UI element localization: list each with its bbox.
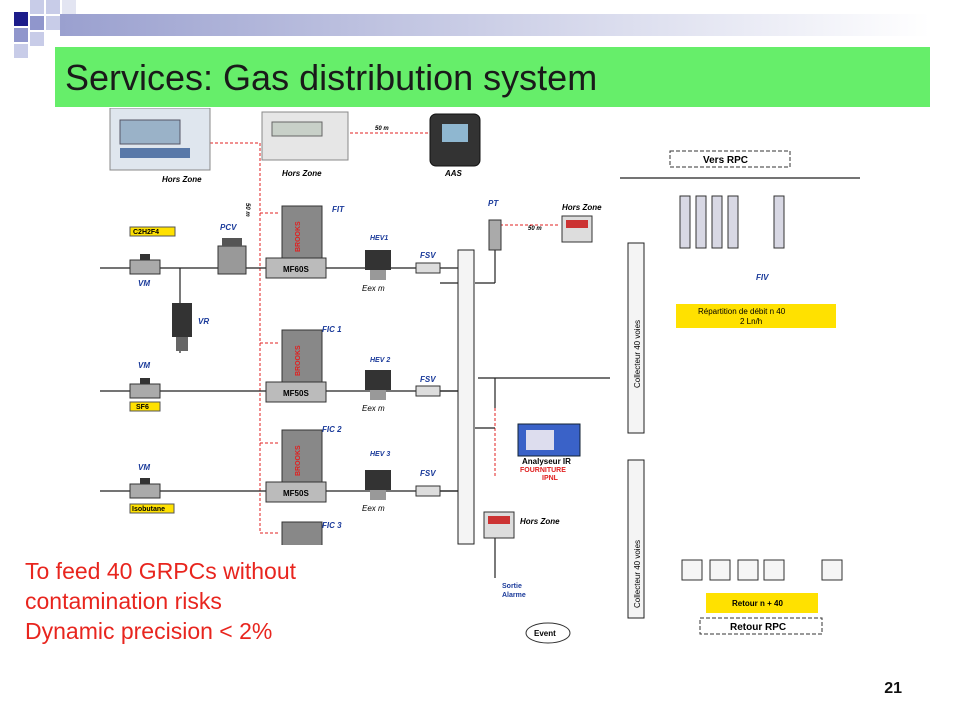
brooks-logo: BROOKS: [295, 221, 302, 252]
retour-rpc-label: Retour RPC: [730, 622, 786, 633]
vr-label: VR: [198, 317, 209, 326]
regulator-vr: [172, 303, 192, 351]
mf-label: MF60S: [283, 265, 309, 274]
collector-bottom: [627, 459, 645, 619]
distance-label: 50 m: [528, 226, 542, 232]
mass-flow-controller-2: BROOKS: [265, 329, 327, 403]
fourniture-label: FOURNITURE: [520, 467, 566, 474]
caption-line-3: Dynamic precision < 2%: [25, 618, 273, 644]
repartition-box: [676, 304, 836, 328]
mf-label: MF50S: [283, 489, 309, 498]
mass-flow-controller-3: BROOKS: [265, 429, 327, 503]
fsv-1: [415, 262, 441, 274]
hev-valve-1: [365, 250, 391, 280]
valve-vm2: [129, 378, 161, 399]
gas-tag: [129, 401, 161, 412]
gas-tag: [129, 226, 176, 237]
mf-label: MF50S: [283, 389, 309, 398]
flow-meters: [679, 195, 785, 249]
caption-line-2: contamination risks: [25, 588, 222, 614]
hev-valve-2: [365, 370, 391, 400]
pressure-transmitter: [488, 219, 502, 251]
sortie-label: Sortie: [502, 583, 522, 590]
eex-label: Eex m: [362, 404, 385, 413]
plc-device: [261, 111, 349, 161]
gas-lines: [100, 177, 860, 578]
retour-box: [706, 593, 818, 613]
hev-label: HEV 3: [370, 451, 390, 458]
fsv-label: FSV: [420, 469, 436, 478]
alarm-display: [483, 511, 515, 539]
hors-zone-label: Hors Zone: [162, 175, 202, 184]
pcv-label: PCV: [220, 223, 237, 232]
title-bar: Services: Gas distribution system: [55, 47, 930, 107]
manifold: [457, 249, 475, 545]
fiv-label: FIV: [756, 273, 769, 282]
aas-monitor: [429, 113, 481, 167]
top-rule: [60, 14, 930, 36]
gas-tag: [129, 503, 175, 514]
mass-flow-controller-1: BROOKS: [265, 205, 327, 279]
fic-label: FIC 3: [322, 521, 342, 530]
distance-label: 50 m: [244, 203, 250, 217]
eex-label: Eex m: [362, 284, 385, 293]
fsv-label: FSV: [420, 251, 436, 260]
fsv-3: [415, 485, 441, 497]
caption: To feed 40 GRPCs without contamination r…: [25, 556, 296, 646]
brooks-logo: BROOKS: [295, 445, 302, 476]
vers-rpc-box: [669, 150, 791, 168]
fic-label: FIC 1: [322, 325, 342, 334]
hors-zone-label: Hors Zone: [282, 169, 322, 178]
retour-n-label: Retour n + 40: [732, 599, 783, 608]
corner-decoration: [0, 0, 100, 60]
collector-label: Collecteur 40 voies: [633, 320, 642, 388]
gas-label: C2H2F4: [133, 229, 159, 236]
vm-label: VM: [138, 361, 150, 370]
gas-label: Isobutane: [132, 506, 165, 513]
aas-label: AAS: [444, 169, 463, 178]
pt-label: PT: [488, 199, 499, 208]
ir-analyser: [517, 423, 581, 457]
collector-label: Collecteur 40 voies: [633, 540, 642, 608]
hev-valve-3: [365, 470, 391, 500]
vers-rpc-label: Vers RPC: [703, 155, 748, 166]
valve-vm3: [129, 478, 161, 499]
retour-rpc-box: [699, 617, 823, 635]
fit-label: FIT: [332, 205, 345, 214]
page-number: 21: [884, 680, 902, 697]
slide-title: Services: Gas distribution system: [65, 57, 598, 98]
gas-distribution-diagram: Hors Zone Hors Zone 50 m AAS C2H2F4 SF6 …: [100, 108, 860, 644]
distance-label: 50 m: [375, 126, 389, 132]
hors-zone-label: Hors Zone: [562, 203, 602, 212]
repartition-label: Répartition de débit n 40: [698, 307, 786, 316]
collector-top: [627, 242, 645, 434]
caption-backdrop: [20, 545, 460, 665]
hors-zone-label: Hors Zone: [520, 517, 560, 526]
eex-label: Eex m: [362, 504, 385, 513]
fsv-label: FSV: [420, 375, 436, 384]
fsv-2: [415, 385, 441, 397]
valve-vm1: [129, 254, 161, 275]
alarme-label: Alarme: [502, 592, 526, 599]
vm-label: VM: [138, 463, 150, 472]
analyseur-label: Analyseur IR: [522, 457, 571, 466]
pt-display: [561, 215, 593, 243]
bubblers: [681, 559, 843, 581]
event-outlet: [525, 622, 571, 644]
controller-device: [109, 108, 211, 171]
fic-label: FIC 2: [322, 425, 342, 434]
hev-label: HEV1: [370, 235, 388, 242]
hev-label: HEV 2: [370, 357, 390, 364]
ipnl-label: IPNL: [542, 475, 559, 482]
gas-label: SF6: [136, 404, 149, 411]
vm-label: VM: [138, 279, 150, 288]
event-label: Event: [534, 629, 556, 638]
pcv-regulator: [217, 238, 247, 275]
caption-line-1: To feed 40 GRPCs without: [25, 558, 297, 584]
brooks-logo: BROOKS: [295, 345, 302, 376]
signal-lines: [200, 132, 560, 534]
repartition-value: 2 Ln/h: [740, 317, 762, 326]
